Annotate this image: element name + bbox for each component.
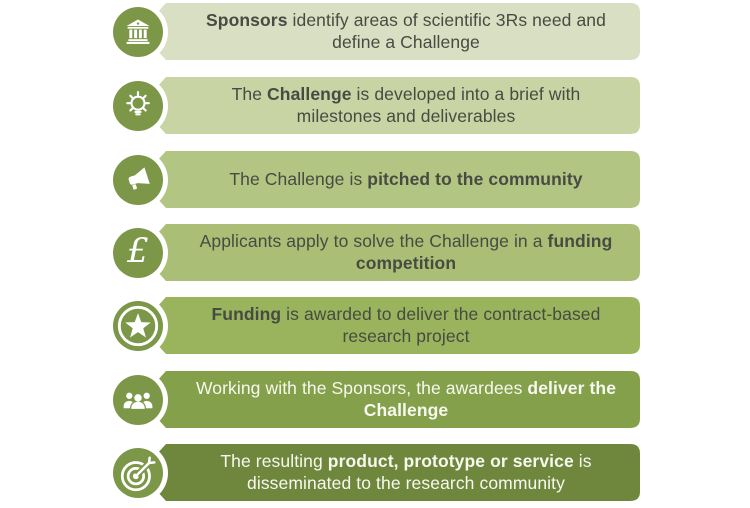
people-icon — [123, 392, 153, 409]
step-row-sponsors: Sponsors identify areas of scientific 3R… — [0, 3, 750, 60]
step-row-challenge-brief: The Challenge is developed into a brief … — [0, 77, 750, 134]
pound-icon: £ — [127, 231, 149, 271]
step-row-apply: Applicants apply to solve the Challenge … — [0, 224, 750, 281]
step-text: The Challenge is developed into a brief … — [231, 84, 581, 126]
step-row-deliver: Working with the Sponsors, the awardees … — [0, 371, 750, 428]
step-badge — [113, 80, 163, 131]
step-bar: Funding is awarded to deliver the contra… — [140, 297, 640, 354]
step-row-award: Funding is awarded to deliver the contra… — [0, 297, 750, 354]
step-bar: Applicants apply to solve the Challenge … — [140, 224, 640, 281]
bank-icon — [126, 18, 150, 44]
step-bar: Working with the Sponsors, the awardees … — [140, 371, 640, 428]
target-icon — [120, 456, 156, 491]
step-badge — [113, 6, 163, 57]
step-badge — [113, 447, 163, 498]
step-bar: Sponsors identify areas of scientific 3R… — [140, 3, 640, 60]
step-text: Working with the Sponsors, the awardees … — [195, 378, 617, 420]
step-badge — [113, 154, 163, 205]
star-icon — [117, 305, 159, 346]
step-badge — [113, 300, 163, 351]
megaphone-icon — [128, 166, 150, 190]
step-text: The resulting product, prototype or serv… — [220, 451, 592, 493]
step-text: The Challenge is pitched to the communit… — [229, 168, 583, 189]
step-row-disseminate: The resulting product, prototype or serv… — [0, 444, 750, 501]
step-row-pitch: The Challenge is pitched to the communit… — [0, 151, 750, 208]
step-badge — [113, 374, 163, 425]
step-badge: £ — [113, 227, 163, 278]
step-text: Applicants apply to solve the Challenge … — [199, 231, 613, 273]
step-bar: The Challenge is developed into a brief … — [140, 77, 640, 134]
step-bar: The resulting product, prototype or serv… — [140, 444, 640, 501]
step-bar: The Challenge is pitched to the communit… — [140, 151, 640, 208]
lightbulb-icon — [126, 90, 150, 115]
step-text: Funding is awarded to deliver the contra… — [211, 304, 601, 346]
step-text: Sponsors identify areas of scientific 3R… — [206, 10, 606, 52]
